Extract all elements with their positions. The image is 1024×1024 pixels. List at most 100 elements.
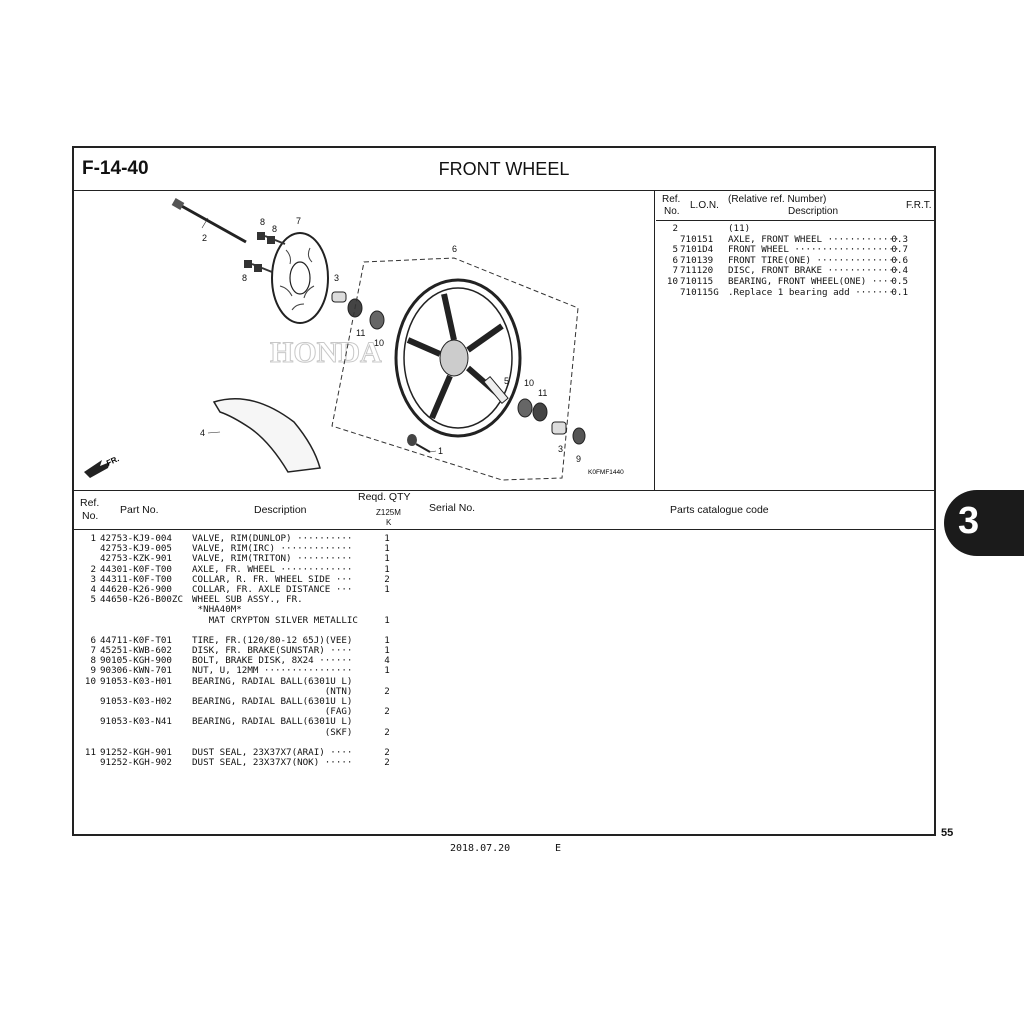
figure-number: F-14-40 <box>82 158 149 179</box>
parts-ref: 4 <box>90 583 96 595</box>
ref-table-frt: 0.4 <box>891 265 908 277</box>
parts-qty: 1 <box>384 645 390 657</box>
rt-rel-label: (Relative ref. Number) <box>728 194 827 205</box>
front-direction-arrow-icon <box>84 460 110 478</box>
distance-collar-part <box>483 375 509 405</box>
brake-disc-bolts <box>244 232 286 273</box>
callout-4: 5 <box>504 376 509 386</box>
footer-code: E <box>555 843 562 854</box>
ref-table-lon: 7101D4 <box>680 244 714 256</box>
parts-desc: BEARING, RADIAL BALL(6301U L) <box>192 696 353 707</box>
parts-ref: 3 <box>90 573 96 585</box>
collar-part <box>331 291 347 303</box>
figure-header: F-14-40 FRONT WHEEL <box>74 148 934 191</box>
parts-qty: 2 <box>384 685 390 697</box>
section-tab: 3 <box>944 490 1024 556</box>
ref-table-desc: BEARING, FRONT WHEEL(ONE) ···· <box>728 275 894 287</box>
parts-part: 42753-KJ9-004 <box>100 533 172 544</box>
parts-qty: 2 <box>384 757 390 769</box>
page-title: FRONT WHEEL <box>438 159 570 179</box>
parts-desc: DISK, FR. BRAKE(SUNSTAR) ···· <box>192 645 353 657</box>
parts-part: 91053-K03-H01 <box>100 675 172 687</box>
dust-seal-part-right <box>532 402 548 422</box>
parts-desc: VALVE, RIM(DUNLOP) ·········· <box>192 533 353 544</box>
ref-table-desc: .Replace 1 bearing add ······· <box>728 286 894 298</box>
parts-desc: TIRE, FR.(120/80-12 65J)(VEE) <box>192 634 353 646</box>
diagram-code: K0FMF1440 <box>588 469 624 476</box>
callout-10-b: 10 <box>524 378 534 388</box>
parts-desc: BEARING, RADIAL BALL(6301U L) <box>192 675 353 687</box>
parts-desc: (FAG) <box>192 706 353 718</box>
callout-11-b: 11 <box>538 388 547 398</box>
ref-table-ref: 10 <box>666 275 678 287</box>
ref-table-desc: (11) <box>728 223 751 234</box>
parts-desc: WHEEL SUB ASSY., FR. <box>192 594 303 606</box>
exploded-diagram: HONDA <box>74 190 655 490</box>
parts-qty: 2 <box>384 706 390 718</box>
parts-ref: 7 <box>90 645 96 657</box>
rt-lon-label: L.O.N. <box>690 200 719 211</box>
callout-8-a: 8 <box>260 217 265 227</box>
bearing-part <box>369 310 385 330</box>
callout-11-a: 11 <box>356 328 365 338</box>
reqd-qty-label: Reqd. QTY <box>358 491 411 503</box>
front-wheel-diagram: HONDA <box>84 198 624 481</box>
footer-date: 2018.07.20 <box>450 843 511 854</box>
bearing-part-right <box>517 398 533 418</box>
parts-desc: VALVE, RIM(TRITON) ·········· <box>192 553 353 565</box>
description-label: Description <box>254 504 307 516</box>
parts-row: (FAG) 2 <box>74 706 934 718</box>
ref-label: Ref. <box>80 497 100 509</box>
ref-table-desc: AXLE, FRONT WHEEL ············· <box>728 233 900 245</box>
rt-desc-label: Description <box>788 206 839 217</box>
parts-part: 44650-K26-B00ZC <box>100 594 183 606</box>
ref-table-lon: 710139 <box>680 254 714 266</box>
serial-no-label: Serial No. <box>429 502 476 514</box>
parts-qty: 2 <box>384 726 390 738</box>
parts-desc: COLLAR, R. FR. WHEEL SIDE ··· <box>192 573 353 585</box>
ref-table-frt: 0.5 <box>891 275 908 287</box>
parts-qty: 2 <box>384 746 390 758</box>
ref-table-ref: 6 <box>672 254 678 266</box>
parts-desc: (SKF) <box>192 726 353 738</box>
parts-desc: DUST SEAL, 23X37X7(NOK) ····· <box>192 757 353 769</box>
parts-part: 91053-K03-N41 <box>100 716 172 728</box>
parts-row: (NTN) 2 <box>74 685 934 697</box>
parts-desc: MAT CRYPTON SILVER METALLIC <box>192 614 358 626</box>
catalogue-frame: F-14-40 FRONT WHEEL HONDA <box>72 146 936 836</box>
callout-3-b: 3 <box>558 444 563 454</box>
ref-table-desc: DISC, FRONT BRAKE ············· <box>728 265 900 277</box>
parts-qty: 1 <box>384 543 390 555</box>
ref-table-lon: 710151 <box>680 233 714 245</box>
callout-9: 9 <box>576 454 581 464</box>
ref-table-lon: 711120 <box>680 265 714 277</box>
parts-part: 45251-KWB-602 <box>100 645 172 657</box>
ref-table-header: Ref. No. L.O.N. (Relative ref. Number) D… <box>656 190 936 221</box>
parts-qty: 4 <box>384 655 390 667</box>
parts-qty: 1 <box>384 563 390 575</box>
ref-table-row: 710115G.Replace 1 bearing add ·······0.1 <box>656 286 936 299</box>
parts-part: 44711-K0F-T01 <box>100 634 172 646</box>
parts-qty: 1 <box>384 614 390 626</box>
parts-row: MAT CRYPTON SILVER METALLIC 1 <box>74 614 934 626</box>
parts-part: 90306-KWN-701 <box>100 665 172 677</box>
parts-ref: 2 <box>90 563 96 575</box>
rt-no-label: No. <box>664 206 680 217</box>
ref-table-row: 2(11) <box>656 223 936 235</box>
callout-7: 7 <box>296 216 301 226</box>
parts-desc: (NTN) <box>192 685 353 697</box>
parts-desc: BEARING, RADIAL BALL(6301U L) <box>192 716 353 728</box>
